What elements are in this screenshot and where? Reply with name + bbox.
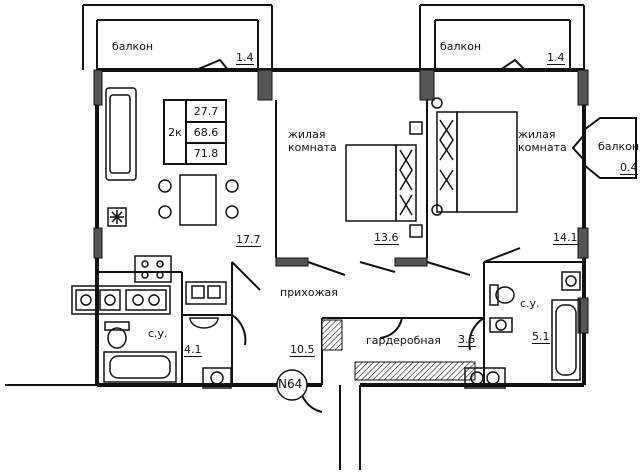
stove: [134, 255, 172, 283]
entrance-landing: [5, 384, 361, 470]
washbasin-3: [489, 317, 513, 333]
structural-columns: [93, 69, 589, 334]
plate-number: N64: [278, 377, 303, 391]
area-bathroom-1: 4.1: [184, 343, 202, 357]
label-balcony-left: балкон: [112, 40, 154, 53]
bed-1: [345, 121, 423, 238]
wardrobe-shelves: [321, 319, 343, 351]
label-hallway: прихожая: [280, 286, 338, 299]
washbasin-1: [189, 317, 219, 329]
total-with-balcony-value: 71.8: [193, 146, 219, 160]
dining-table: [158, 174, 239, 226]
area-balcony-left: 1.4: [236, 51, 254, 65]
label-balcony-right: балкон: [598, 140, 640, 153]
bed-2: [431, 97, 518, 216]
area-kitchen-living: 17.7: [236, 233, 261, 247]
area-bedroom-2: 14.1: [553, 231, 578, 245]
balcony-right: [571, 117, 637, 179]
living-area-value: 27.7: [187, 101, 225, 123]
area-balcony-middle: 1.4: [547, 51, 565, 65]
riser-2: [464, 367, 506, 389]
label-wardrobe: гардеробная: [366, 334, 441, 347]
plant-icon: [107, 207, 127, 227]
label-balcony-middle: балкон: [440, 40, 482, 53]
apartment-summary: 2к 27.7 68.6 71.8: [163, 99, 227, 165]
kitchen-counter: [71, 285, 171, 315]
bathtub-1: [103, 351, 177, 383]
total-area-value: 68.6: [187, 122, 225, 144]
toilet-1: [104, 321, 130, 349]
label-bathroom-2: с.у.: [520, 297, 540, 310]
plate-circle: [276, 369, 308, 401]
area-balcony-right: 0.4: [620, 161, 638, 175]
room-count: 2к: [165, 101, 187, 163]
interior-walls: [97, 100, 584, 385]
wardrobe-shelves-bottom: [354, 361, 476, 381]
sofa: [105, 87, 137, 181]
label-bathroom-1: с.у.: [148, 327, 168, 340]
balcony-middle: [419, 4, 585, 71]
washbasin-2: [561, 271, 581, 291]
label-bedroom-1: жилая комната: [288, 128, 337, 154]
area-bathroom-2: 5.1: [532, 330, 550, 344]
area-hallway: 10.5: [290, 343, 315, 357]
sink-counter: [185, 281, 227, 305]
riser-1: [202, 367, 232, 389]
toilet-2: [489, 284, 515, 306]
area-bedroom-1: 13.6: [374, 231, 399, 245]
bathtub-2: [551, 299, 581, 381]
label-bedroom-2: жилая комната: [518, 128, 567, 154]
area-wardrobe: 3.5: [458, 333, 476, 347]
balcony-left: [82, 4, 273, 71]
